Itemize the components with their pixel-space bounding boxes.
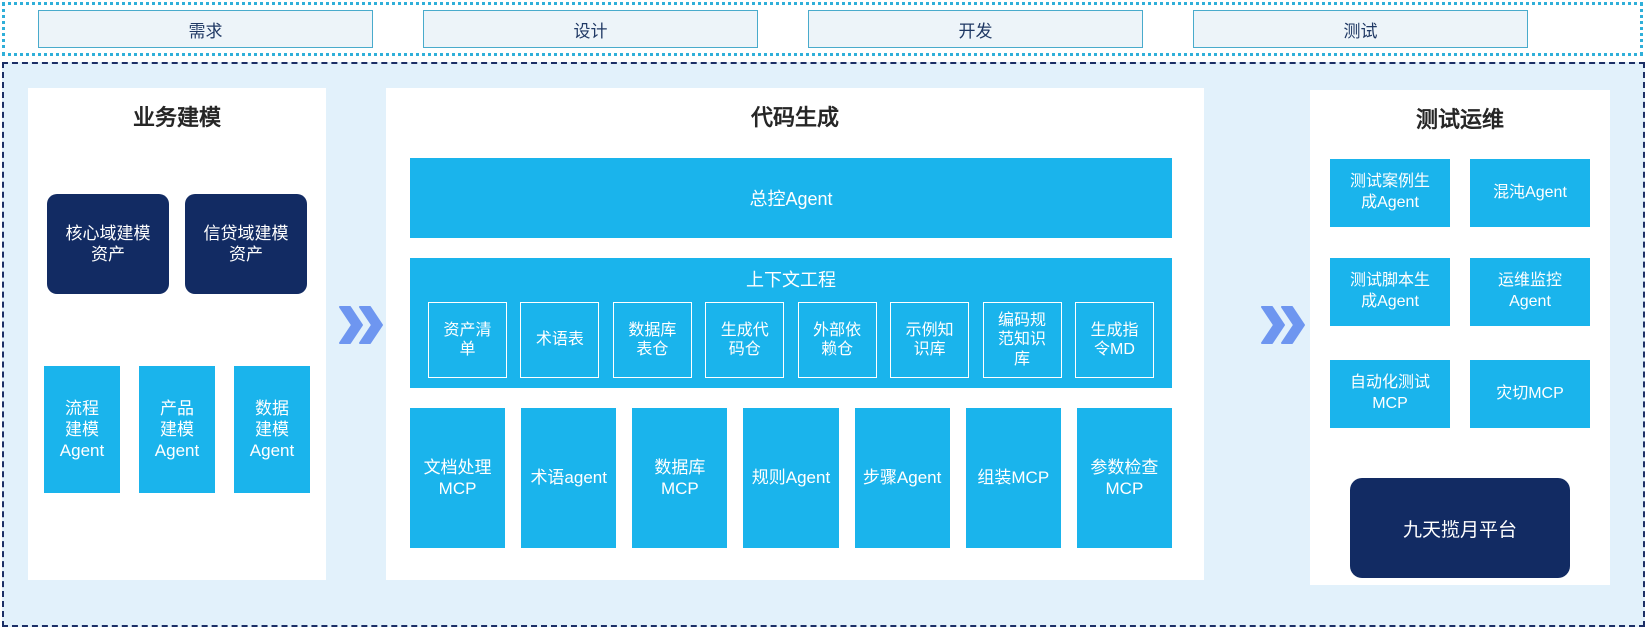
product-modeling-agent-box: 产品 建模 Agent xyxy=(139,366,215,493)
business-modeling-panel: 业务建模 核心域建模 资产 信贷域建模 资产 流程 建模 Agent 产品 建模… xyxy=(28,88,326,580)
modeling-agent-row: 流程 建模 Agent 产品 建模 Agent 数据 建模 Agent xyxy=(44,366,310,493)
auto-test-mcp-box: 自动化测试 MCP xyxy=(1330,360,1450,428)
doc-processing-mcp-box: 文档处理 MCP xyxy=(410,408,506,548)
test-case-gen-agent-box: 测试案例生 成Agent xyxy=(1330,159,1450,227)
jiutian-lanyue-platform-box: 九天揽月平台 xyxy=(1350,478,1570,578)
credit-domain-asset-box: 信贷域建模 资产 xyxy=(185,194,307,294)
code-generation-panel: 代码生成 总控Agent 上下文工程 资产清 单 术语表 数据库 表仓 生成代 … xyxy=(386,88,1204,580)
data-modeling-agent-box: 数据 建模 Agent xyxy=(234,366,310,493)
test-ops-title: 测试运维 xyxy=(1415,107,1504,132)
master-agent-bar: 总控Agent xyxy=(410,158,1172,238)
step-agent-box: 步骤Agent xyxy=(854,408,950,548)
chaos-agent-box: 混沌Agent xyxy=(1470,159,1590,227)
context-engineering-block: 上下文工程 资产清 单 术语表 数据库 表仓 生成代 码仓 外部依 赖仓 示例知… xyxy=(410,258,1172,388)
flow-arrow-icon xyxy=(338,304,384,346)
context-item-row: 资产清 单 术语表 数据库 表仓 生成代 码仓 外部依 赖仓 示例知 识库 编码… xyxy=(428,302,1154,378)
example-knowledge-base-box: 示例知 识库 xyxy=(890,302,970,378)
tool-box-row: 文档处理 MCP 术语agent 数据库 MCP 规则Agent 步骤Agent… xyxy=(410,408,1172,548)
context-engineering-title: 上下文工程 xyxy=(746,270,836,290)
rule-agent-box: 规则Agent xyxy=(743,408,839,548)
glossary-box: 术语表 xyxy=(520,302,600,378)
main-diagram: 业务建模 核心域建模 资产 信贷域建模 资产 流程 建模 Agent 产品 建模… xyxy=(2,62,1645,627)
phase-box-development: 开发 xyxy=(808,10,1143,48)
generation-instruction-md-box: 生成指 令MD xyxy=(1074,302,1154,378)
generated-code-repo-box: 生成代 码仓 xyxy=(705,302,785,378)
disaster-switch-mcp-box: 灾切MCP xyxy=(1470,360,1590,428)
core-domain-asset-box: 核心域建模 资产 xyxy=(47,194,169,294)
asset-list-box: 资产清 单 xyxy=(428,302,507,378)
database-mcp-box: 数据库 MCP xyxy=(632,408,728,548)
external-dependency-repo-box: 外部依 赖仓 xyxy=(797,302,877,378)
test-script-gen-agent-box: 测试脚本生 成Agent xyxy=(1330,258,1450,326)
coding-standard-kb-box: 编码规 范知识 库 xyxy=(982,302,1062,378)
phase-strip: 需求 设计 开发 测试 xyxy=(2,2,1643,56)
db-table-repo-box: 数据库 表仓 xyxy=(612,302,692,378)
param-check-mcp-box: 参数检查 MCP xyxy=(1076,408,1172,548)
glossary-agent-box: 术语agent xyxy=(521,408,617,548)
ops-monitor-agent-box: 运维监控 Agent xyxy=(1470,258,1590,326)
test-ops-panel: 测试运维 测试案例生 成Agent 混沌Agent 测试脚本生 成Agent 运… xyxy=(1310,90,1610,585)
business-modeling-title: 业务建模 xyxy=(132,105,221,130)
assembly-mcp-box: 组装MCP xyxy=(965,408,1061,548)
modeling-asset-row: 核心域建模 资产 信贷域建模 资产 xyxy=(47,194,307,294)
phase-box-testing: 测试 xyxy=(1193,10,1528,48)
flow-arrow-icon xyxy=(1260,304,1306,346)
phase-box-requirements: 需求 xyxy=(38,10,373,48)
process-modeling-agent-box: 流程 建模 Agent xyxy=(44,366,120,493)
phase-box-design: 设计 xyxy=(423,10,758,48)
code-generation-title: 代码生成 xyxy=(750,105,839,130)
